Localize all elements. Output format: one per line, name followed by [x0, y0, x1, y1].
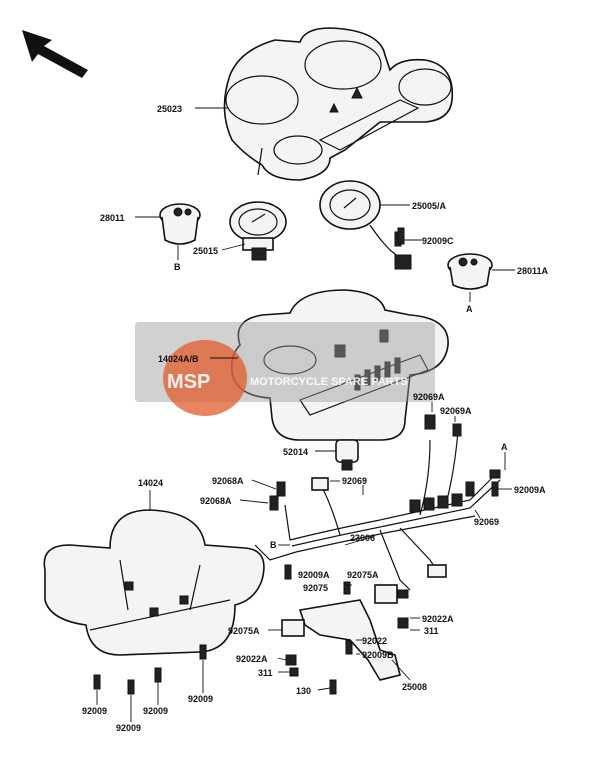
- label-92022a-right: 92022A: [422, 614, 454, 624]
- bulb-socket-28011: [159, 203, 201, 245]
- label-92022a-left: 92022A: [236, 654, 268, 664]
- gauge-25005a: [319, 180, 412, 270]
- wiring-harness-23006: [254, 414, 501, 591]
- label-52014: 52014: [283, 447, 308, 457]
- arrow-up-left-icon: [22, 30, 88, 78]
- label-92069a-1: 92069A: [413, 392, 445, 402]
- meter-top-cover: [223, 27, 454, 181]
- label-92009c: 92009C: [422, 236, 454, 246]
- label-b-top: B: [174, 262, 181, 272]
- switch-52014: [335, 439, 359, 471]
- label-92009a-center: 92009A: [298, 570, 330, 580]
- part-labels: 25023 28011 B 25015 25005/A 92009C 28011…: [82, 104, 549, 733]
- inner-housing-14024ab: [230, 289, 449, 441]
- label-92022: 92022: [362, 636, 387, 646]
- label-92009-1: 92009: [82, 706, 107, 716]
- label-23006: 23006: [350, 533, 375, 543]
- fasteners: [93, 227, 499, 695]
- label-28011: 28011: [100, 213, 125, 223]
- label-92069a-2: 92069A: [440, 406, 472, 416]
- label-311-right: 311: [424, 626, 439, 636]
- label-b-mid: B: [270, 540, 277, 550]
- bulb-socket-28011a: [447, 253, 493, 302]
- leader-lines: [96, 107, 515, 722]
- label-92009a-right: 92009A: [514, 485, 546, 495]
- label-25015: 25015: [193, 246, 218, 256]
- bracket-25008: [281, 584, 401, 681]
- gauge-25015: [229, 201, 287, 261]
- label-130: 130: [296, 686, 311, 696]
- label-92075: 92075: [303, 583, 328, 593]
- watermark-text: MOTORCYCLE SPARE PARTS: [250, 376, 408, 388]
- label-92009-2: 92009: [116, 723, 141, 733]
- label-14024: 14024: [138, 478, 163, 488]
- label-25023: 25023: [157, 104, 182, 114]
- label-a-mid: A: [501, 442, 508, 452]
- label-a-top: A: [466, 304, 473, 314]
- label-14024ab: 14024A/B: [158, 354, 199, 364]
- label-25005a: 25005/A: [412, 201, 447, 211]
- label-25008: 25008: [402, 682, 427, 692]
- label-28011a: 28011A: [517, 266, 549, 276]
- label-311-left: 311: [258, 668, 273, 678]
- label-92068a-2: 92068A: [200, 496, 232, 506]
- label-92068a-1: 92068A: [212, 476, 244, 486]
- watermark-logo-text: MSP: [167, 371, 210, 393]
- label-92075a-2: 92075A: [228, 626, 260, 636]
- label-92069-1: 92069: [342, 476, 367, 486]
- watermark: MSP MOTORCYCLE SPARE PARTS: [135, 322, 435, 416]
- label-92069-2: 92069: [474, 517, 499, 527]
- label-92075a-1: 92075A: [347, 570, 379, 580]
- label-92009-4: 92009: [188, 694, 213, 704]
- label-92009b: 92009B: [362, 650, 394, 660]
- lower-case-14024: [43, 509, 265, 656]
- label-92009-3: 92009: [143, 706, 168, 716]
